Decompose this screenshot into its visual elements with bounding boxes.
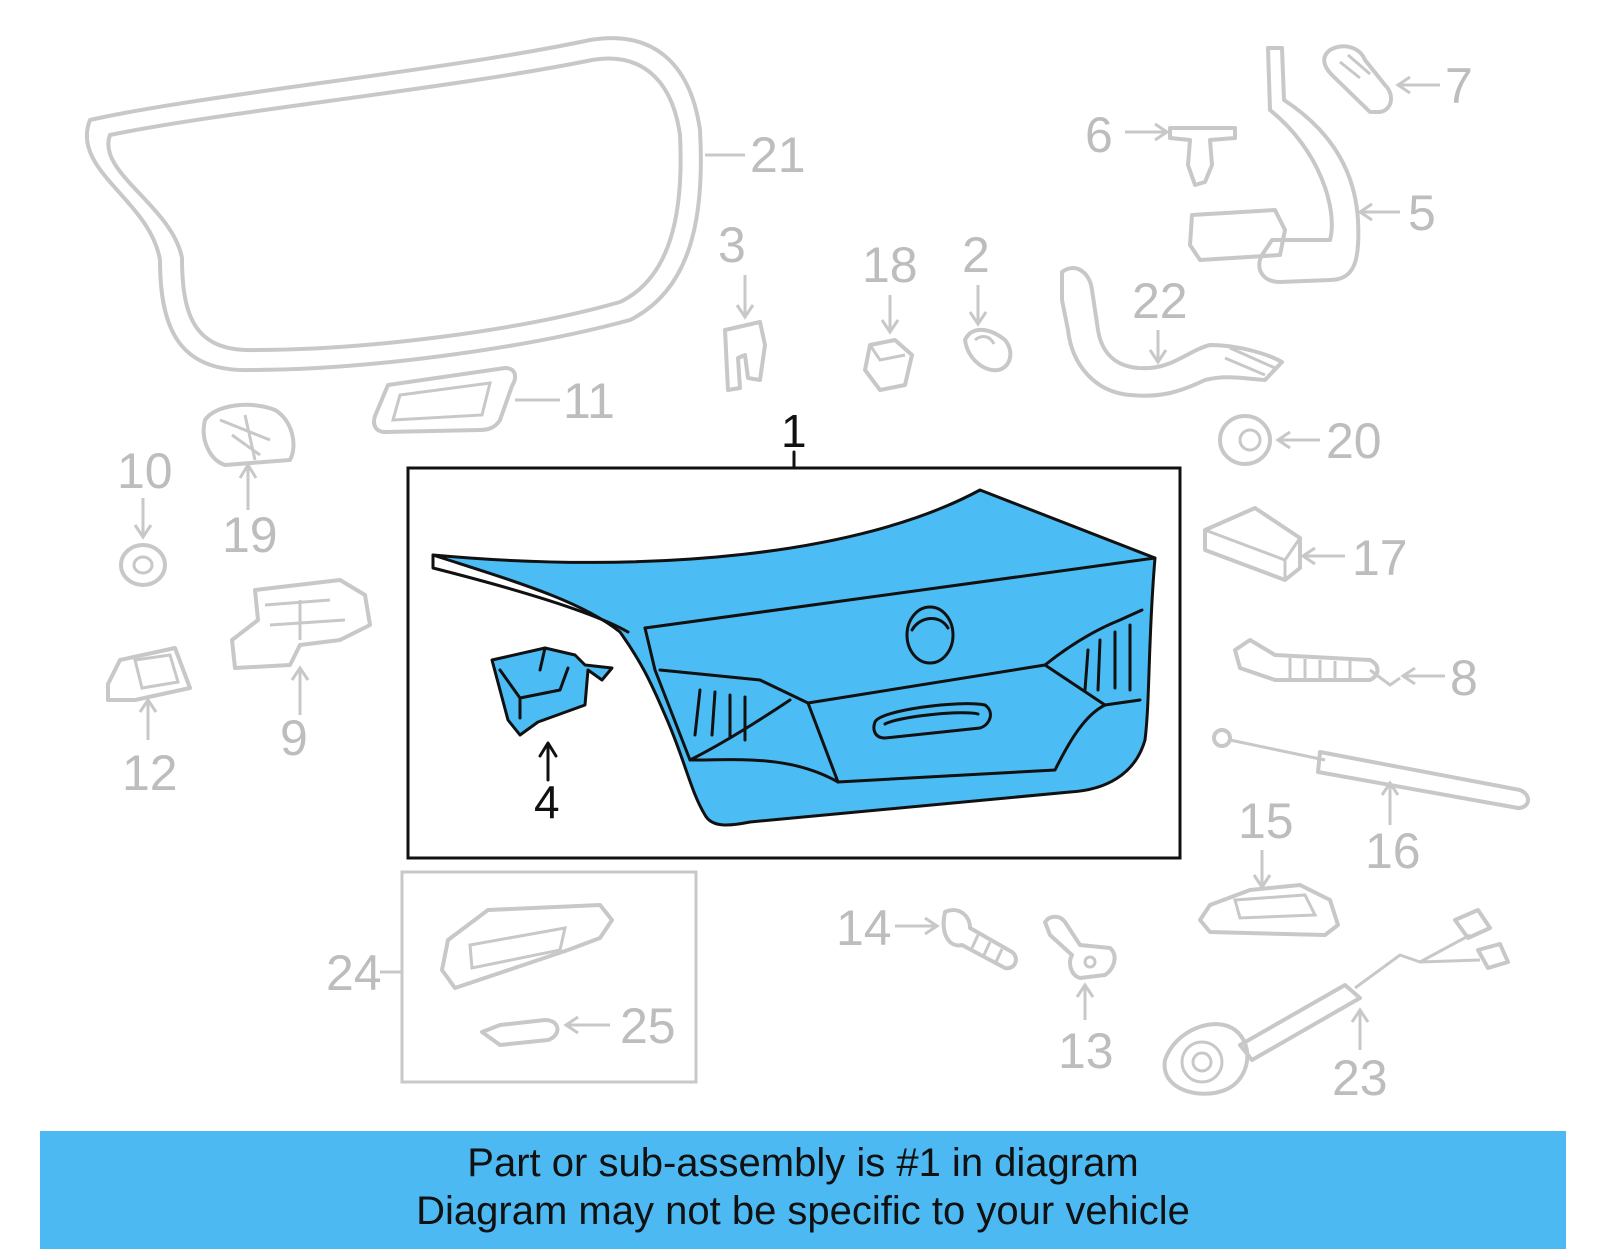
part-6-clip[interactable] [1125, 122, 1237, 187]
callout-22: 22 [1132, 273, 1188, 329]
callout-11: 11 [563, 373, 615, 429]
part-19-lock-cylinder[interactable] [201, 402, 296, 510]
part-3-clip[interactable] [723, 275, 767, 392]
callout-16: 16 [1365, 823, 1421, 879]
part-23-camera[interactable] [1162, 908, 1510, 1096]
callout-1: 1 [781, 405, 807, 457]
part-20-grommet[interactable] [1218, 414, 1320, 466]
callout-4: 4 [534, 776, 560, 828]
callout-5: 5 [1408, 185, 1436, 241]
notice-banner: Part or sub-assembly is #1 in diagram Di… [40, 1131, 1566, 1249]
part-11-trim[interactable] [372, 366, 560, 434]
part-18-nut[interactable] [863, 295, 914, 392]
part-14-bolt[interactable] [895, 908, 1018, 971]
part-8-spring[interactable] [1233, 638, 1445, 687]
callout-7: 7 [1445, 58, 1473, 114]
callout-23: 23 [1332, 1050, 1388, 1106]
callout-12: 12 [122, 745, 178, 801]
part-10-grommet[interactable] [119, 498, 167, 587]
callout-10: 10 [117, 443, 173, 499]
part-5-hinge[interactable] [1188, 46, 1400, 284]
part-15-lamp[interactable] [1198, 850, 1340, 937]
callout-15: 15 [1238, 793, 1294, 849]
callout-14: 14 [836, 900, 892, 956]
callout-18: 18 [862, 237, 918, 293]
callout-3: 3 [718, 217, 746, 273]
callout-6: 6 [1085, 107, 1113, 163]
part-13-bracket[interactable] [1043, 914, 1117, 1020]
callout-20: 20 [1326, 413, 1382, 469]
part-22-hinge-arm[interactable] [1060, 266, 1284, 398]
notice-line-1: Part or sub-assembly is #1 in diagram [467, 1141, 1139, 1185]
callout-19: 19 [222, 507, 278, 563]
part-7-bolt[interactable] [1322, 44, 1440, 114]
callout-17: 17 [1352, 530, 1408, 586]
part-16-strut[interactable] [1212, 728, 1530, 825]
part-9-latch[interactable] [230, 578, 372, 715]
part-2-bumper[interactable] [963, 285, 1013, 373]
notice-line-2: Diagram may not be specific to your vehi… [416, 1189, 1190, 1233]
part-17-pad[interactable] [1203, 506, 1345, 582]
callout-25: 25 [620, 998, 676, 1054]
trunk-lid-panel[interactable] [431, 488, 1157, 827]
callout-2: 2 [962, 227, 990, 283]
callout-9: 9 [280, 710, 308, 766]
callout-24: 24 [326, 945, 382, 1001]
parts-diagram: 21 11 19 10 9 12 3 [84, 36, 1530, 1106]
part-24-group-box[interactable] [380, 870, 698, 1084]
part-12-cover[interactable] [106, 646, 192, 740]
part-1-trunk-lid-group[interactable] [406, 450, 1182, 860]
callout-13: 13 [1058, 1023, 1114, 1079]
callout-21: 21 [750, 127, 806, 183]
part-21-weatherstrip[interactable] [84, 36, 745, 373]
callout-8: 8 [1450, 650, 1478, 706]
